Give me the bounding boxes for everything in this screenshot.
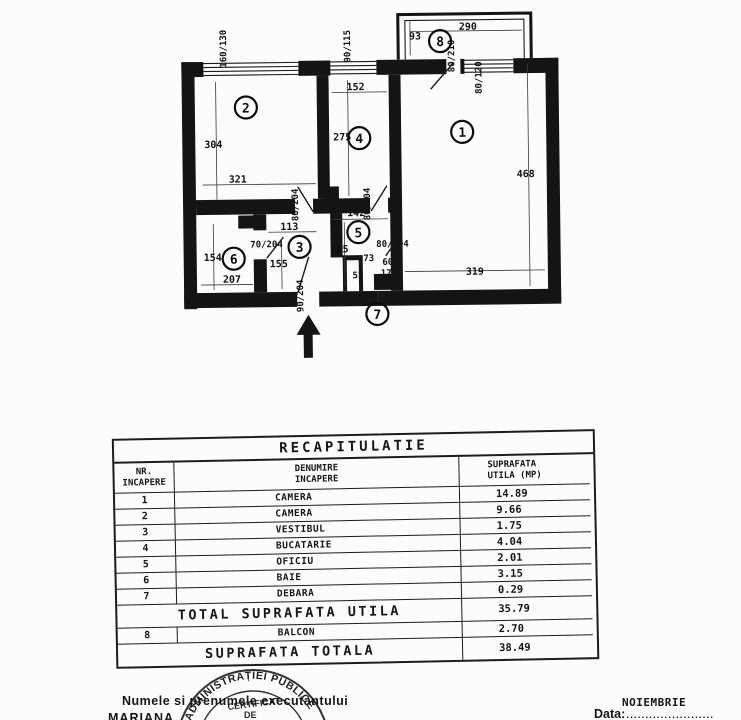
dimension-label: 73 — [363, 254, 374, 264]
dimension-label: 113 — [280, 222, 298, 233]
dimension-label: 155 — [270, 259, 288, 270]
dimension-label: 170 — [381, 269, 397, 279]
col-header-nr-line1: NR. — [135, 466, 153, 477]
room-number-badge: 8 — [427, 29, 453, 54]
room-number: 3 — [296, 241, 304, 256]
dimension-label: 80/204 — [363, 187, 373, 220]
room-number: 6 — [230, 253, 238, 268]
stamp-inner-circle — [203, 690, 303, 720]
dimension-label: 80/120 — [474, 61, 484, 94]
stamp-outer-circle — [180, 669, 326, 720]
dimension-label: 207 — [223, 275, 241, 286]
cell-nr: 7 — [116, 588, 178, 606]
room-number-badge: 2 — [233, 95, 258, 120]
col-header-value: SUPRAFATA UTILA (MP) — [459, 454, 590, 487]
dimension-label: 275 — [333, 132, 351, 143]
col-header-nr: NR. INCAPERE — [114, 462, 175, 494]
shaft-block — [322, 186, 340, 205]
room-number: 5 — [354, 226, 362, 241]
col-header-nr-line2: INCAPERE — [122, 477, 166, 489]
dimension-label: 160/130 — [219, 30, 229, 68]
cell-nr: 5 — [116, 556, 177, 574]
date-label: Data: — [594, 707, 626, 720]
cell-nr: 4 — [115, 540, 177, 558]
dimension-label: 90/204 — [296, 279, 306, 312]
dimension-label: 55 — [352, 271, 363, 281]
room-number-badge: 6 — [221, 246, 246, 271]
entrance-arrow-icon — [296, 314, 321, 358]
room-number: 1 — [458, 126, 466, 141]
room-number-badges: 1 2 3 4 5 6 7 8 — [221, 29, 475, 327]
col-header-name-line1: DENUMIRE — [294, 462, 339, 474]
cell-nr: 3 — [115, 524, 176, 542]
executor-label: Numele si prenumele executantului — [122, 694, 349, 708]
col-header-name-line2: INCAPERE — [294, 473, 339, 485]
dimension-label: 90/115 — [343, 30, 353, 63]
room-number: 7 — [373, 308, 381, 323]
dimension-label: 93 — [409, 31, 421, 42]
floor-plan: 160/130 90/115 290 93 80/210 80/120 304 … — [181, 11, 562, 358]
window-symbol — [203, 59, 514, 77]
dimension-label: 468 — [517, 169, 535, 180]
stamp-de-text: DE — [244, 710, 257, 720]
dimension-label: 70/204 — [250, 240, 283, 250]
dimension-label: 80/204 — [376, 240, 409, 250]
dimension-label: 80/210 — [447, 40, 457, 73]
dimension-label: 80/204 — [291, 188, 301, 221]
cell-nr: 2 — [115, 508, 176, 526]
room-number-badge: 3 — [287, 234, 312, 259]
date-line: Data:....................... — [594, 707, 714, 720]
room-number: 8 — [436, 35, 444, 50]
room-number-badge: 5 — [346, 220, 371, 245]
dimension-label: 304 — [204, 140, 222, 151]
date-dots: ....................... — [625, 711, 714, 720]
dimension-label: 155 — [331, 244, 349, 255]
room-number-badge: 1 — [450, 119, 475, 144]
dimension-label: 142 — [347, 208, 365, 219]
dimension-labels: 160/130 90/115 290 93 80/210 80/120 304 … — [204, 22, 535, 312]
executor-name: MARIANA — [108, 711, 175, 720]
door-swing — [266, 62, 454, 293]
dimension-label: 290 — [459, 22, 477, 33]
cell-nr: 6 — [116, 572, 177, 590]
recap-table: RECAPITULATIE NR. INCAPERE DENUMIRE INCA… — [111, 429, 600, 669]
room-number-badge: 4 — [347, 126, 372, 151]
dimension-label: 321 — [229, 175, 247, 186]
dimension-label: 154 — [204, 253, 222, 264]
official-stamp: ADMINISTRAȚIEI PUBLICE CERTIFICAT DE — [180, 669, 326, 720]
cell-nr: 8 — [117, 627, 178, 645]
col-header-value-line2: UTILA (MP) — [487, 469, 542, 481]
dimension-label: 60 — [382, 258, 393, 268]
room-number: 4 — [355, 132, 363, 147]
room-number-badge: 7 — [365, 301, 390, 327]
balcony-parapet — [396, 11, 533, 60]
cell-nr: 1 — [114, 492, 176, 510]
dimension-label: 152 — [347, 82, 365, 93]
room-number: 2 — [242, 101, 250, 116]
footer: ADMINISTRAȚIEI PUBLICE CERTIFICAT DE Num… — [0, 650, 741, 720]
dimension-label: 319 — [466, 267, 484, 278]
shaft-block — [238, 215, 258, 229]
month-label: NOIEMBRIE — [622, 696, 687, 709]
total-utila-value: 35.79 — [462, 596, 593, 622]
dimension-lines — [201, 21, 545, 303]
shaft-block — [373, 273, 394, 290]
